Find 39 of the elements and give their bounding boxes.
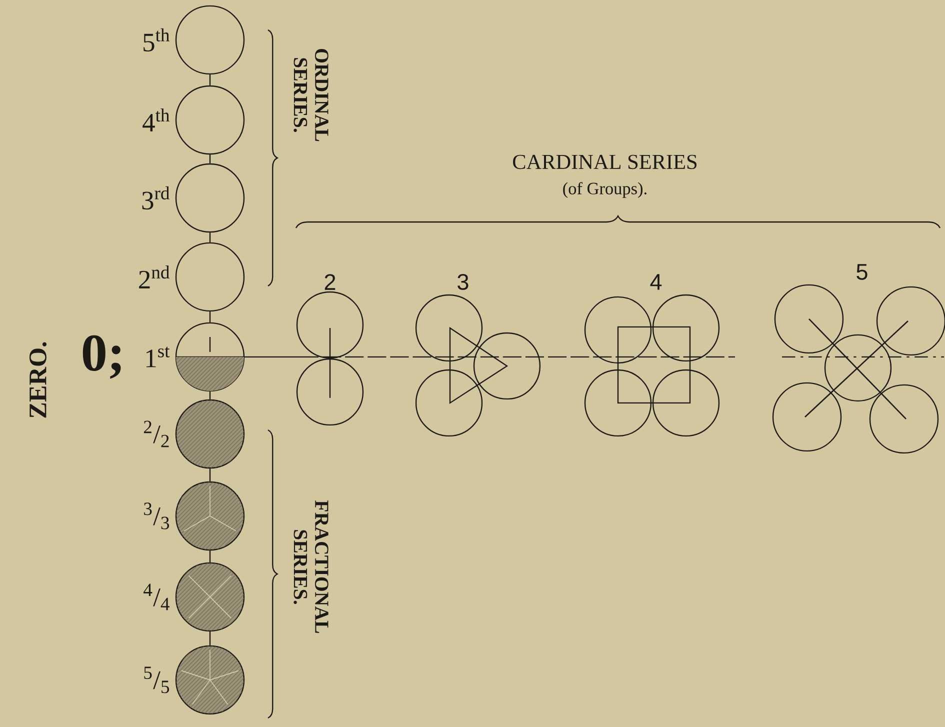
connector-line bbox=[209, 154, 211, 164]
vertical-heading: ZERO. bbox=[29, 342, 47, 418]
group-number: 2 bbox=[324, 274, 336, 290]
circle bbox=[175, 242, 245, 312]
series-heading: ORDINAL SERIES. bbox=[294, 48, 328, 142]
circle-label: 3$^{rd}$ bbox=[142, 186, 170, 210]
hatched-circle bbox=[175, 645, 245, 715]
series-subheading: (of Groups). bbox=[563, 182, 646, 198]
group-number: 4 bbox=[650, 274, 662, 290]
circle bbox=[175, 322, 245, 392]
hatched-circle bbox=[175, 562, 245, 632]
connector-line bbox=[209, 632, 211, 646]
connector-line bbox=[209, 468, 211, 482]
group-number: 3 bbox=[458, 274, 468, 290]
connector-line bbox=[209, 392, 211, 400]
connector-line bbox=[209, 232, 211, 242]
circle-label: 5$^{th}$ bbox=[144, 28, 170, 52]
circle-label: 2$^{nd}$ bbox=[139, 266, 170, 288]
circle-label: $^{3}$/$_{3}$ bbox=[144, 502, 170, 530]
group-number: 5 bbox=[856, 264, 868, 280]
zero-symbol: 0; bbox=[82, 335, 121, 379]
connector-line bbox=[209, 74, 211, 86]
hatched-circle bbox=[175, 481, 245, 551]
circle bbox=[175, 85, 245, 155]
connector-line bbox=[209, 312, 211, 322]
circle-label: $^{5}$/$_{5}$ bbox=[144, 666, 170, 694]
series-heading: FRACTIONAL SERIES. bbox=[294, 500, 328, 633]
circle-label: $^{2}$/$_{2}$ bbox=[144, 420, 169, 448]
hatched-circle bbox=[188, 575, 232, 619]
circle bbox=[175, 163, 245, 233]
circle bbox=[175, 5, 245, 75]
hatched-circle bbox=[175, 399, 245, 469]
hatched-circle bbox=[181, 650, 239, 705]
series-heading: CARDINAL SERIES bbox=[513, 154, 696, 170]
circle-label: $^{4}$/$_{4}$ bbox=[144, 584, 170, 610]
hatched-circle bbox=[184, 486, 236, 532]
circle-label: 1$^{st}$ bbox=[146, 346, 170, 368]
circle-label: 4$^{th}$ bbox=[142, 108, 170, 132]
connector-line bbox=[209, 550, 211, 562]
